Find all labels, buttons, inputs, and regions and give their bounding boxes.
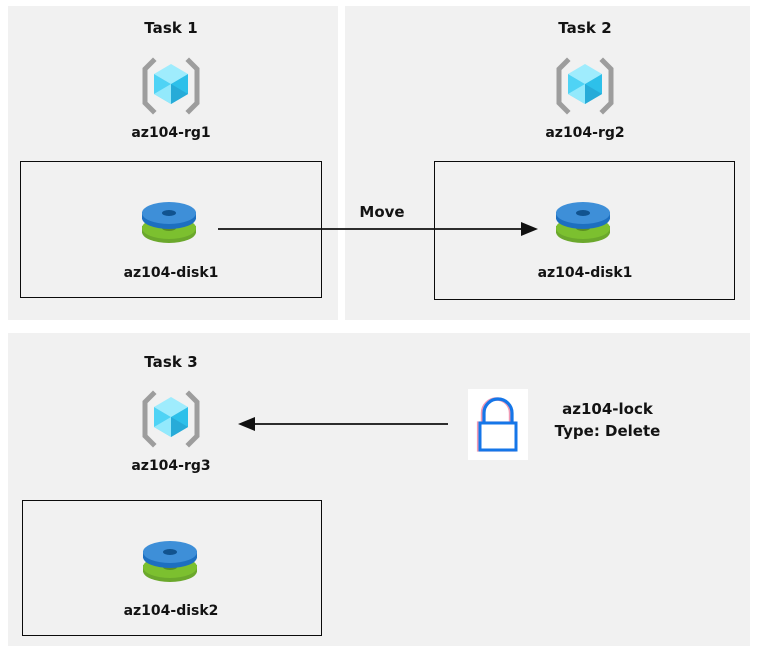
task-1-title: Task 1 bbox=[144, 19, 198, 37]
managed-disk-icon bbox=[140, 537, 204, 593]
lock-icon bbox=[468, 389, 528, 460]
move-arrow-label: Move bbox=[359, 203, 405, 221]
lock-description: az104-lock Type: Delete bbox=[535, 398, 680, 442]
disk-label-az104-disk2-task3: az104-disk2 bbox=[123, 603, 219, 619]
task-3-title: Task 3 bbox=[144, 353, 198, 371]
move-arrow bbox=[218, 222, 538, 236]
managed-disk-icon bbox=[139, 198, 203, 254]
lock-name: az104-lock bbox=[562, 400, 653, 418]
lock-type: Type: Delete bbox=[554, 422, 661, 440]
resource-group-label-rg3: az104-rg3 bbox=[131, 458, 211, 474]
managed-disk-icon bbox=[553, 198, 617, 254]
resource-group-icon bbox=[140, 57, 202, 115]
task-2-title: Task 2 bbox=[558, 19, 612, 37]
disk-label-az104-disk1-task2: az104-disk1 bbox=[537, 265, 633, 281]
resource-group-icon bbox=[140, 390, 202, 448]
disk-label-az104-disk1-task1: az104-disk1 bbox=[123, 265, 219, 281]
lock-apply-arrow bbox=[238, 417, 448, 431]
resource-group-icon bbox=[554, 57, 616, 115]
resource-group-label-rg2: az104-rg2 bbox=[545, 125, 625, 141]
resource-group-label-rg1: az104-rg1 bbox=[131, 125, 211, 141]
